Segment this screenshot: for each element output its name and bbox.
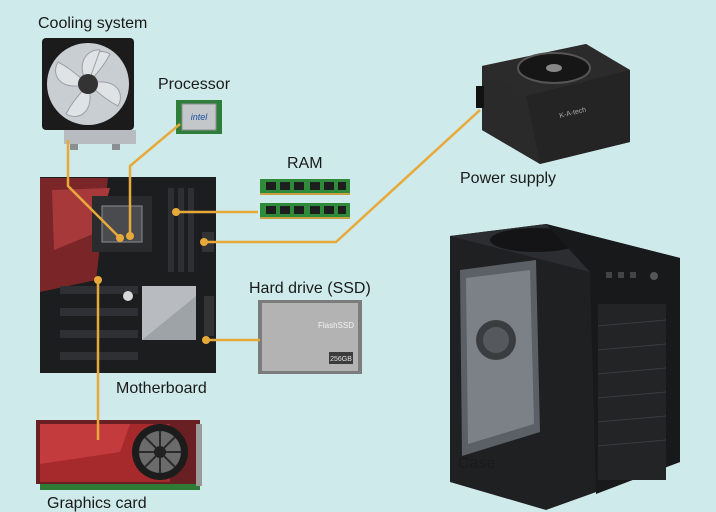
connector-power-supply	[204, 109, 481, 244]
label-graphics-card: Graphics card	[47, 495, 147, 512]
label-case: Case	[458, 455, 496, 472]
motherboard-image	[40, 177, 216, 373]
label-motherboard: Motherboard	[116, 380, 207, 397]
connector-cooling	[66, 140, 121, 239]
label-hard-drive: Hard drive (SSD)	[249, 280, 371, 297]
label-cooling-system: Cooling system	[38, 15, 148, 32]
ram-image	[260, 179, 350, 219]
ssd-capacity-text: 256GB	[330, 356, 352, 363]
connector-lines	[66, 109, 481, 440]
processor-image: intel	[176, 100, 222, 134]
label-processor: Processor	[158, 76, 231, 93]
ssd-brand-text: FlashSSD	[318, 321, 354, 330]
connector-processor	[128, 123, 181, 236]
connector-dots	[94, 208, 210, 344]
case-image	[450, 224, 680, 510]
graphics-card-image	[36, 420, 202, 490]
label-ram: RAM	[287, 155, 323, 172]
power-supply-image: K-A-tech	[476, 44, 630, 164]
label-power-supply: Power supply	[460, 170, 557, 187]
cooling-system-image	[42, 38, 136, 150]
cpu-brand-text: intel	[191, 112, 209, 122]
ssd-image: FlashSSD 256GB	[258, 300, 362, 374]
